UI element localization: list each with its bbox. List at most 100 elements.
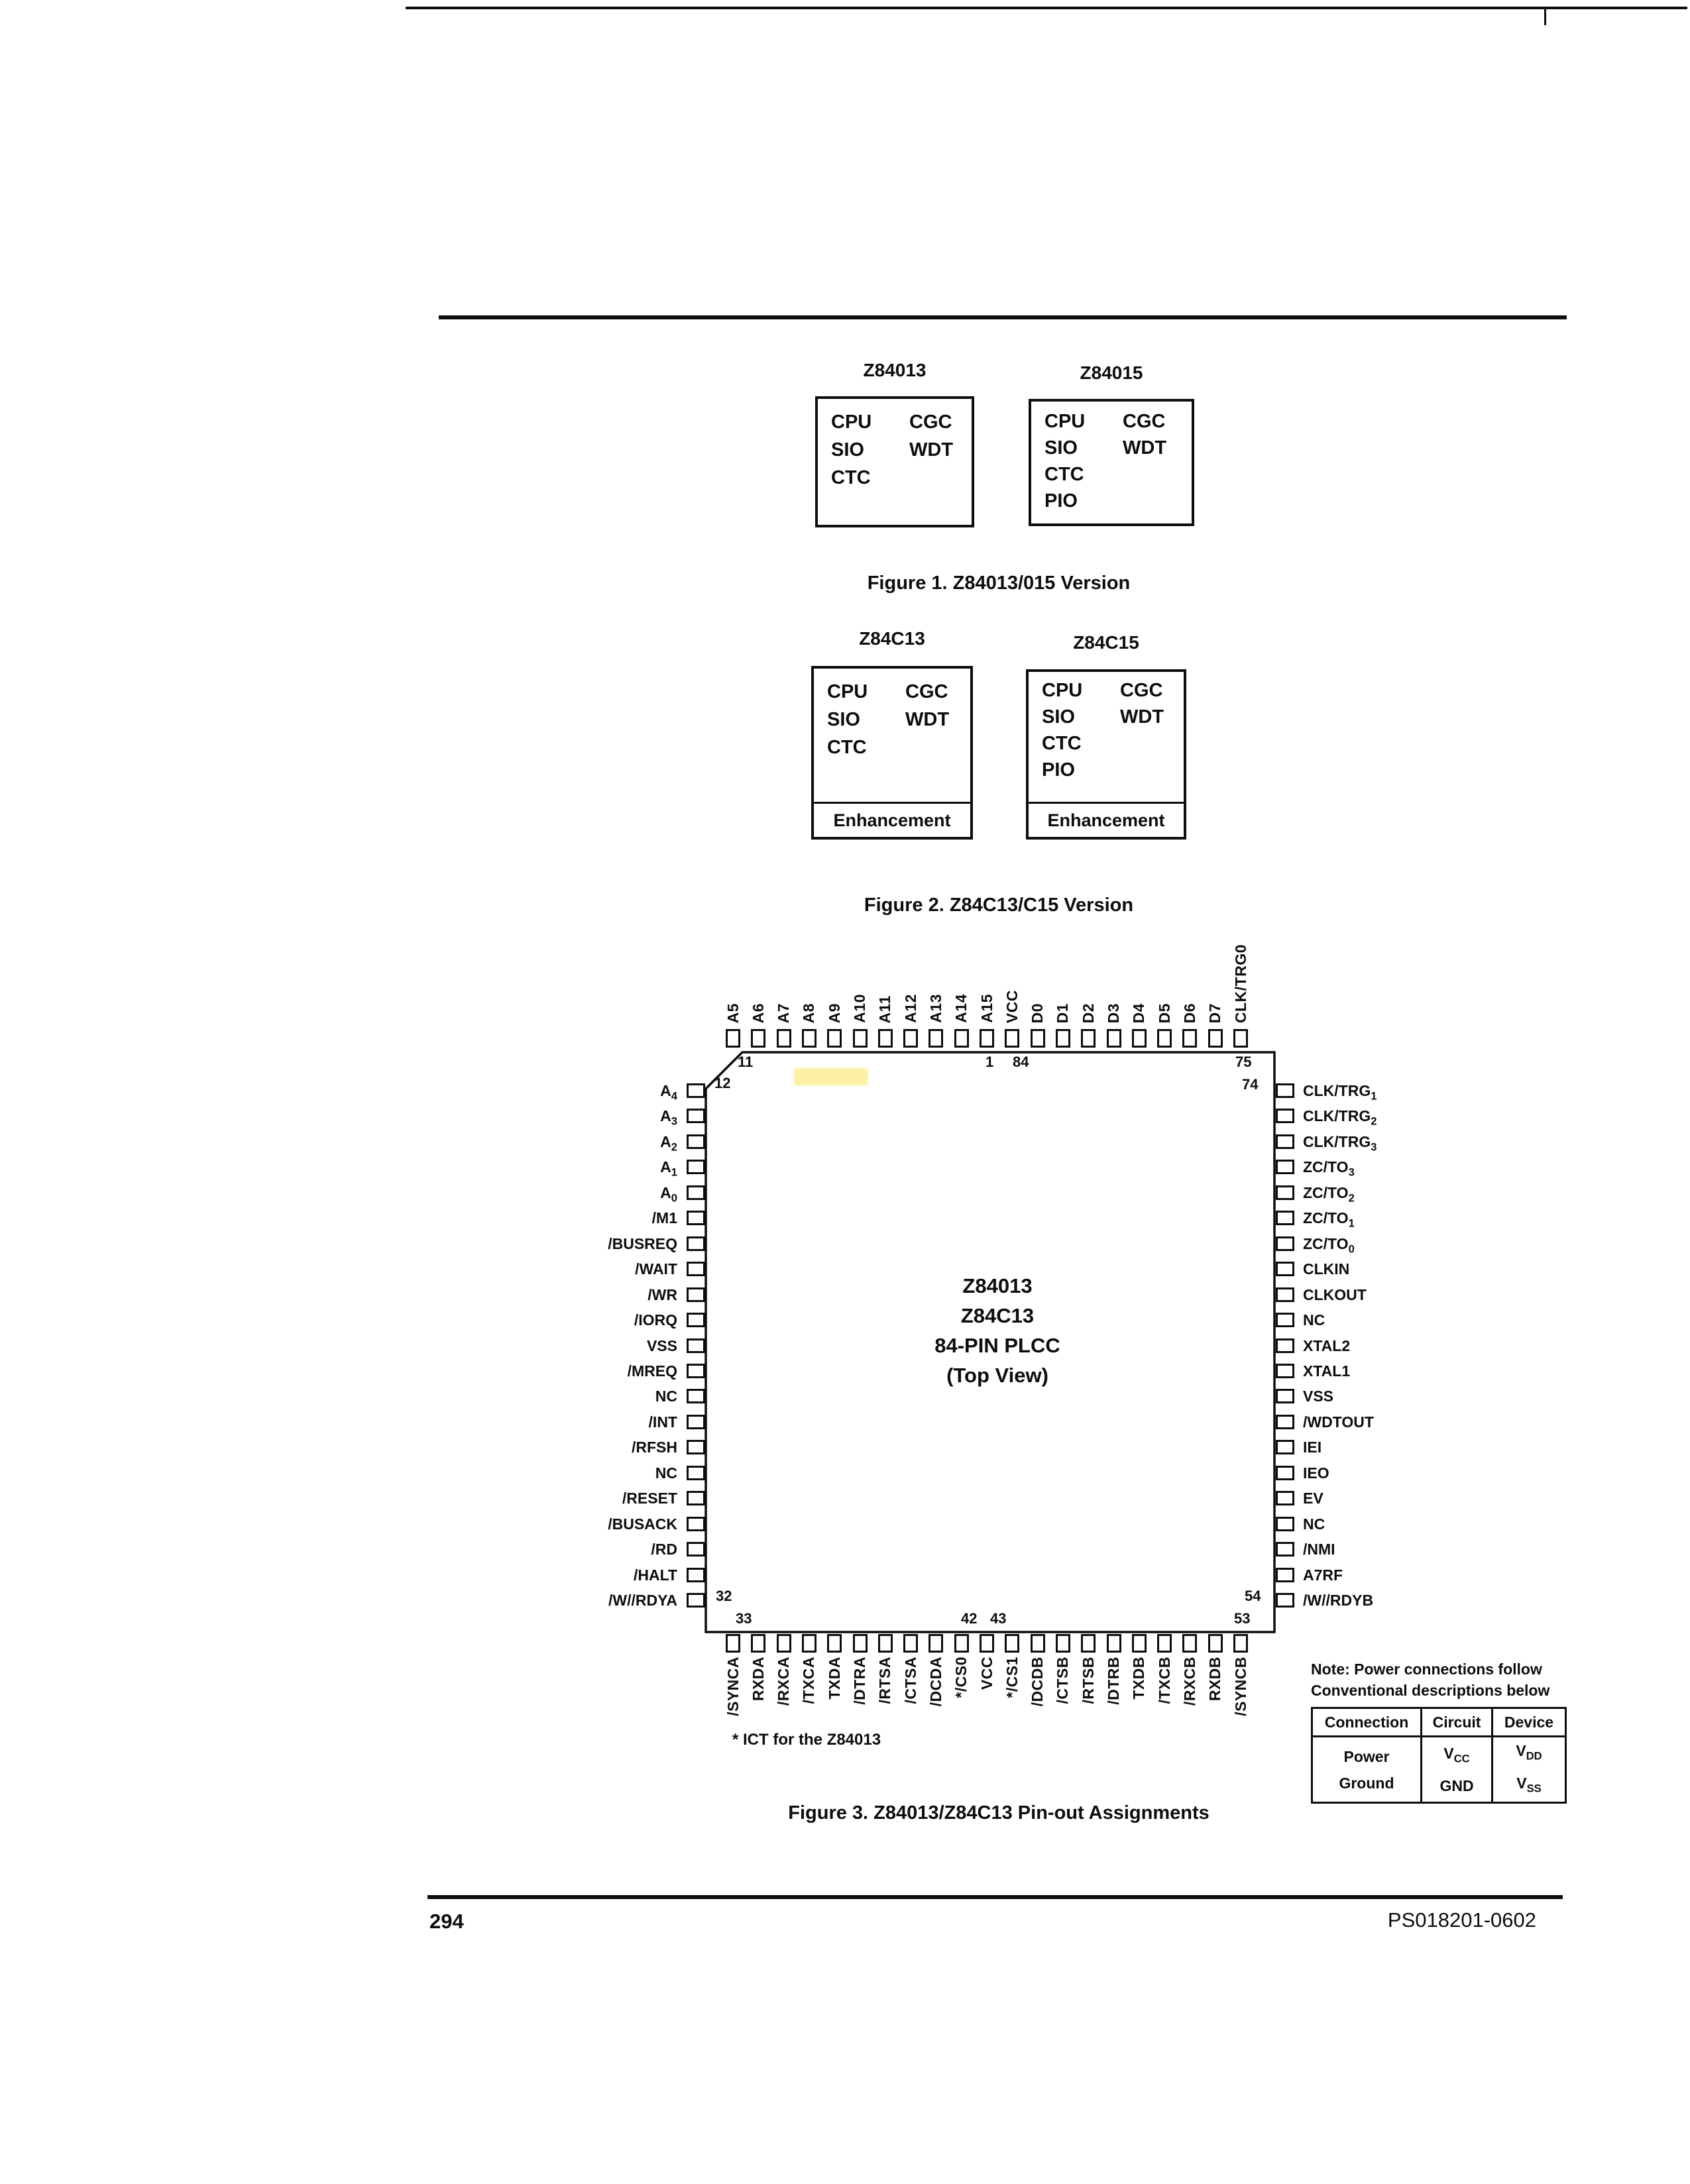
pin-label-right: ZC/TO0 [1303, 1234, 1355, 1256]
table-value: VDD [1516, 1742, 1542, 1763]
pin-label-right: CLK/TRG3 [1303, 1132, 1377, 1154]
pin-label-bottom: */CS1 [1002, 1657, 1022, 1816]
top-border-tick [1544, 7, 1546, 25]
block-row: CTC [814, 734, 970, 761]
pin-number: 42 [961, 1610, 978, 1627]
pin-bottom [751, 1634, 766, 1653]
enhancement-label: Enhancement [814, 802, 970, 837]
pin-label-top: A8 [799, 896, 819, 1023]
pin-label: A8 [800, 1003, 818, 1023]
pin-label: A9 [825, 1003, 843, 1023]
pin-left [687, 1134, 705, 1149]
pin-label: TXDB [1130, 1657, 1148, 1700]
pin-left [687, 1593, 705, 1608]
block-cell: WDT [1123, 437, 1167, 459]
pin-left [687, 1363, 705, 1378]
pin-label-right: /WDTOUT [1303, 1413, 1374, 1431]
pin-label: A5 [724, 1003, 742, 1023]
pin-label: /TXCB [1155, 1657, 1173, 1704]
pin-label-bottom: /TXCB [1155, 1657, 1174, 1816]
pin-label: VCC [978, 1657, 995, 1690]
pin-label: /SYNCA [724, 1657, 742, 1716]
pin-right [1276, 1236, 1294, 1251]
pin-label-left: /BUSREQ [608, 1234, 677, 1252]
highlighter-artifact [794, 1068, 868, 1085]
pin-label: /RXCA [775, 1657, 793, 1706]
pin-label-right: NC [1303, 1515, 1325, 1533]
pin-label: D5 [1155, 1003, 1173, 1023]
pin-number: 43 [990, 1610, 1007, 1627]
pin-label-bottom: /RTSB [1078, 1657, 1098, 1816]
pin-bottom [726, 1634, 740, 1653]
pin-label-left: /BUSACK [608, 1515, 677, 1533]
pin-label: /CTSB [1054, 1657, 1072, 1704]
pin-number: 53 [1234, 1610, 1251, 1627]
figure3-caption: Figure 3. Z84013/Z84C13 Pin-out Assignme… [788, 1802, 1210, 1824]
block-cell: CTC [1042, 733, 1082, 754]
ict-footnote: * ICT for the Z84013 [732, 1731, 881, 1749]
pin-label: /DCDA [927, 1657, 944, 1707]
pin-left [687, 1516, 705, 1531]
block-cell: CGC [1123, 411, 1166, 432]
table-header-device: Device [1491, 1707, 1567, 1737]
block-cell: CTC [831, 467, 871, 488]
pin-label-left: VSS [646, 1337, 677, 1354]
pin-bottom [1208, 1634, 1223, 1653]
pin-right [1276, 1414, 1294, 1429]
pin-number: 75 [1235, 1054, 1252, 1070]
document-number: PS018201-0602 [1387, 1908, 1536, 1932]
pin-label-left: /W//RDYA [608, 1592, 677, 1609]
block-cell: CTC [827, 737, 867, 758]
pin-label-left: /RD [651, 1541, 677, 1558]
pin-label-top: D1 [1053, 896, 1073, 1023]
plcc-center-line: Z84013 [962, 1274, 1033, 1297]
pin-label: A10 [851, 994, 868, 1023]
pin-bottom [1182, 1634, 1198, 1653]
pin-right [1276, 1160, 1294, 1175]
pin-top [1182, 1029, 1198, 1048]
block-row: CTC [1029, 730, 1184, 757]
pin-label: A11 [876, 995, 894, 1023]
pin-right [1276, 1567, 1294, 1582]
pin-left [687, 1262, 705, 1277]
pin-left [687, 1109, 705, 1124]
pin-top [1005, 1029, 1020, 1048]
pin-bottom [801, 1634, 817, 1653]
block-cell: CGC [1120, 680, 1163, 701]
pin-number: 54 [1245, 1588, 1261, 1604]
block-row: CPU CGC [1029, 677, 1184, 704]
pin-label-bottom: TXDB [1129, 1657, 1149, 1816]
pin-label-right: CLK/TRG2 [1303, 1107, 1377, 1128]
table-value: Power [1343, 1747, 1390, 1765]
figure1-chip2-title: Z84015 [1080, 362, 1143, 383]
pin-number: 11 [738, 1054, 754, 1070]
pin-left [687, 1236, 705, 1251]
pin-top [929, 1029, 944, 1048]
pin-right [1276, 1262, 1294, 1277]
pin-label-top: D0 [1028, 896, 1048, 1023]
pin-top [1106, 1029, 1121, 1048]
pin-label-left: /INT [648, 1413, 677, 1431]
pin-label: A6 [749, 1003, 767, 1023]
pin-number: 84 [1013, 1054, 1029, 1070]
pin-label-left: /M1 [651, 1209, 677, 1227]
block-cell: CPU [827, 681, 868, 702]
pin-label-top: A10 [850, 896, 870, 1023]
block-cell: CPU [1042, 680, 1083, 701]
pin-left [687, 1465, 705, 1480]
pin-label-bottom: /RXCB [1180, 1657, 1200, 1816]
pin-label-top: D2 [1078, 896, 1098, 1023]
pin-label-left: A2 [660, 1132, 677, 1154]
pin-label-right: VSS [1303, 1388, 1334, 1405]
pin-label: /DCDB [1029, 1657, 1046, 1707]
block-cell: SIO [1042, 706, 1075, 728]
pin-left [687, 1491, 705, 1506]
